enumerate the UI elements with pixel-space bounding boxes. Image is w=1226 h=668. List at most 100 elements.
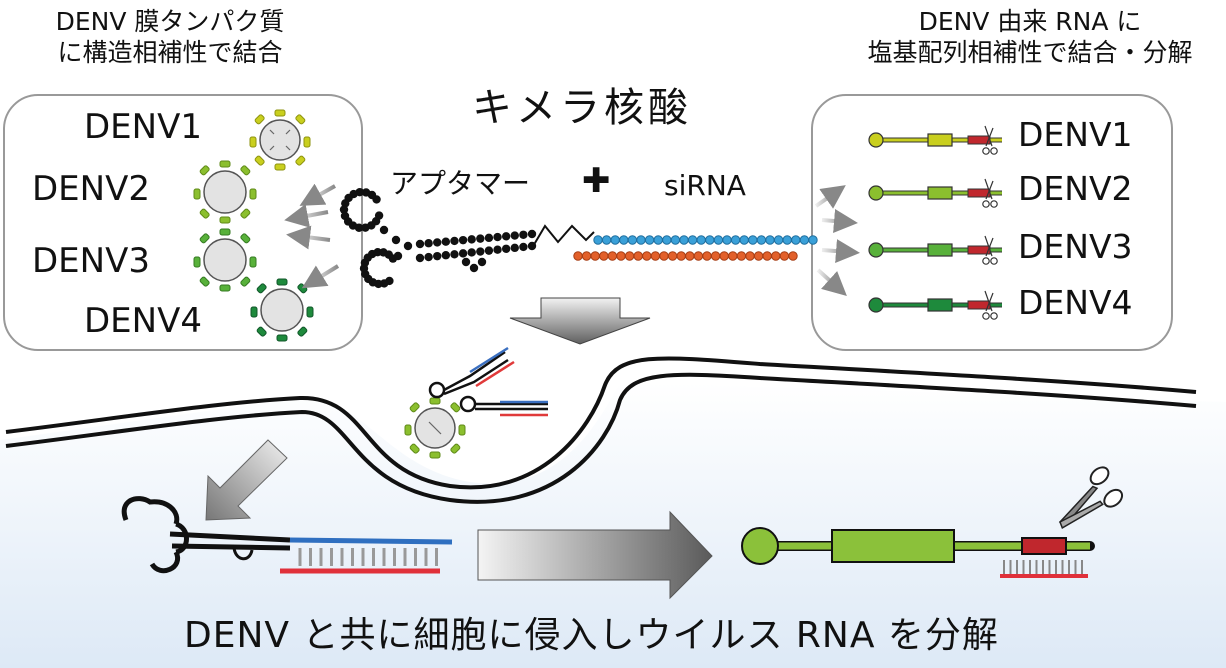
aptamer-label: アプタマー: [390, 167, 531, 200]
chimera-mini-2: [459, 395, 548, 417]
sense-nucleotide: [756, 235, 767, 245]
aptamer-nucleotide: [441, 237, 451, 246]
sense-nucleotide: [679, 235, 689, 245]
aptamer-nucleotide: [341, 199, 350, 208]
sense-nucleotide: [808, 235, 818, 245]
aptamer-nucleotide: [461, 257, 471, 267]
sense-nucleotide: [696, 235, 706, 245]
aptamer-nucleotide: [458, 235, 468, 245]
caption-line-1: DENV 膜タンパク質: [55, 7, 285, 36]
antisense-nucleotide: [642, 251, 652, 261]
antisense-nucleotide: [676, 251, 686, 261]
aptamer-nucleotide: [510, 243, 519, 253]
scissors-icon: [1058, 466, 1124, 529]
antisense-nucleotide: [599, 251, 609, 261]
antisense-nucleotide: [607, 251, 618, 261]
sirna-antisense-strand: [573, 251, 798, 261]
caption-line-2: に構造相補性で結合: [57, 38, 283, 67]
sense-nucleotide: [593, 235, 603, 245]
aptamer-nucleotide: [374, 211, 384, 220]
aptamer-nucleotide: [361, 188, 371, 197]
caption-membrane-binding: DENV 膜タンパク質 に構造相補性で結合: [10, 6, 330, 68]
aptamer-nucleotide: [467, 235, 476, 244]
antisense-nucleotide: [753, 251, 764, 261]
antisense-nucleotide: [624, 251, 635, 261]
antisense-nucleotide: [788, 251, 798, 261]
caption-line-2: 塩基配列相補性で結合・分解: [867, 38, 1193, 67]
plus-icon: ✚: [582, 161, 611, 201]
aptamer-nucleotide: [433, 238, 442, 247]
aptamer-nucleotide: [493, 232, 502, 242]
aptamer-nucleotide: [424, 252, 433, 262]
chimera-mini-1: [428, 346, 515, 399]
sense-nucleotide: [619, 235, 629, 245]
antisense-nucleotide: [779, 251, 790, 261]
sense-nucleotide: [799, 235, 810, 245]
sirna-label: siRNA: [664, 169, 746, 202]
diagram-title: キメラ核酸: [472, 85, 692, 131]
virus-icon-denv4: [250, 278, 314, 342]
left-serotype-label: DENV3: [32, 241, 150, 281]
sense-nucleotide: [627, 235, 638, 245]
viral-rna-icon-denv2: [868, 178, 1002, 208]
right-serotype-label: DENV1: [1018, 115, 1133, 154]
sense-nucleotide: [765, 235, 775, 245]
aptamer-nucleotide: [484, 233, 494, 243]
sense-nucleotide: [670, 235, 681, 245]
sense-nucleotide: [773, 235, 784, 245]
antisense-nucleotide: [728, 251, 738, 261]
cytoplasm: [0, 382, 1226, 668]
aptamer-nucleotide: [415, 253, 425, 263]
aptamer-nucleotide: [391, 235, 401, 245]
arrow-icon-diagonal: [205, 439, 288, 521]
viral-rna-icon-denv1: [868, 125, 1002, 155]
base-pairs: [298, 548, 438, 566]
aptamer-nucleotide: [339, 205, 349, 214]
viral-rna-icon-denv4: [868, 290, 1002, 320]
aptamer-nucleotide: [527, 229, 537, 239]
arrow-icon-sirna-binding: [814, 185, 860, 297]
antisense-nucleotide: [667, 251, 678, 261]
aptamer-nucleotide: [476, 234, 485, 243]
aptamer-nucleotide: [467, 248, 476, 257]
sense-nucleotide: [739, 235, 749, 245]
aptamer-nucleotide: [393, 251, 403, 261]
antisense-nucleotide: [581, 251, 592, 261]
right-serotype-label: DENV2: [1018, 169, 1133, 208]
aptamer-nucleotide: [450, 250, 459, 259]
antisense-nucleotide: [659, 251, 669, 261]
virus-icon-denv1: [249, 109, 311, 171]
antisense-nucleotide: [710, 251, 721, 261]
antisense-nucleotide: [650, 251, 661, 261]
sirna-sense-strand: [593, 235, 818, 245]
aptamer-nucleotide: [510, 231, 519, 240]
antisense-nucleotide: [762, 251, 772, 261]
caption-rna-binding: DENV 由来 RNA に 塩基配列相補性で結合・分解: [840, 6, 1220, 68]
aptamer-nucleotide: [450, 236, 459, 246]
bottom-caption: DENV と共に細胞に侵入しウイルス RNA を分解: [184, 615, 999, 656]
guide-base-pairs: [1003, 560, 1083, 574]
antisense-nucleotide: [719, 251, 729, 261]
virus-icon-entering: [404, 397, 466, 459]
antisense-nucleotide: [590, 251, 600, 261]
antisense-nucleotide: [633, 251, 643, 261]
antisense-nucleotide: [685, 251, 695, 261]
antisense-nucleotide: [745, 251, 755, 261]
left-serotype-label: DENV1: [84, 107, 202, 147]
sense-nucleotide: [730, 235, 741, 245]
aptamer-nucleotide: [415, 239, 425, 249]
aptamer-nucleotide: [424, 239, 433, 248]
antisense-nucleotide: [736, 251, 747, 261]
aptamer-nucleotide: [477, 257, 487, 267]
antisense-nucleotide: [616, 251, 626, 261]
sense-nucleotide: [705, 235, 715, 245]
sense-nucleotide: [610, 235, 620, 245]
arrow-icon-right: [477, 510, 713, 600]
antisense-nucleotide: [771, 251, 781, 261]
linker: [531, 224, 595, 249]
arrow-icon-aptamer-binding: [284, 183, 340, 289]
sense-nucleotide: [601, 235, 612, 245]
antisense-nucleotide: [693, 251, 704, 261]
